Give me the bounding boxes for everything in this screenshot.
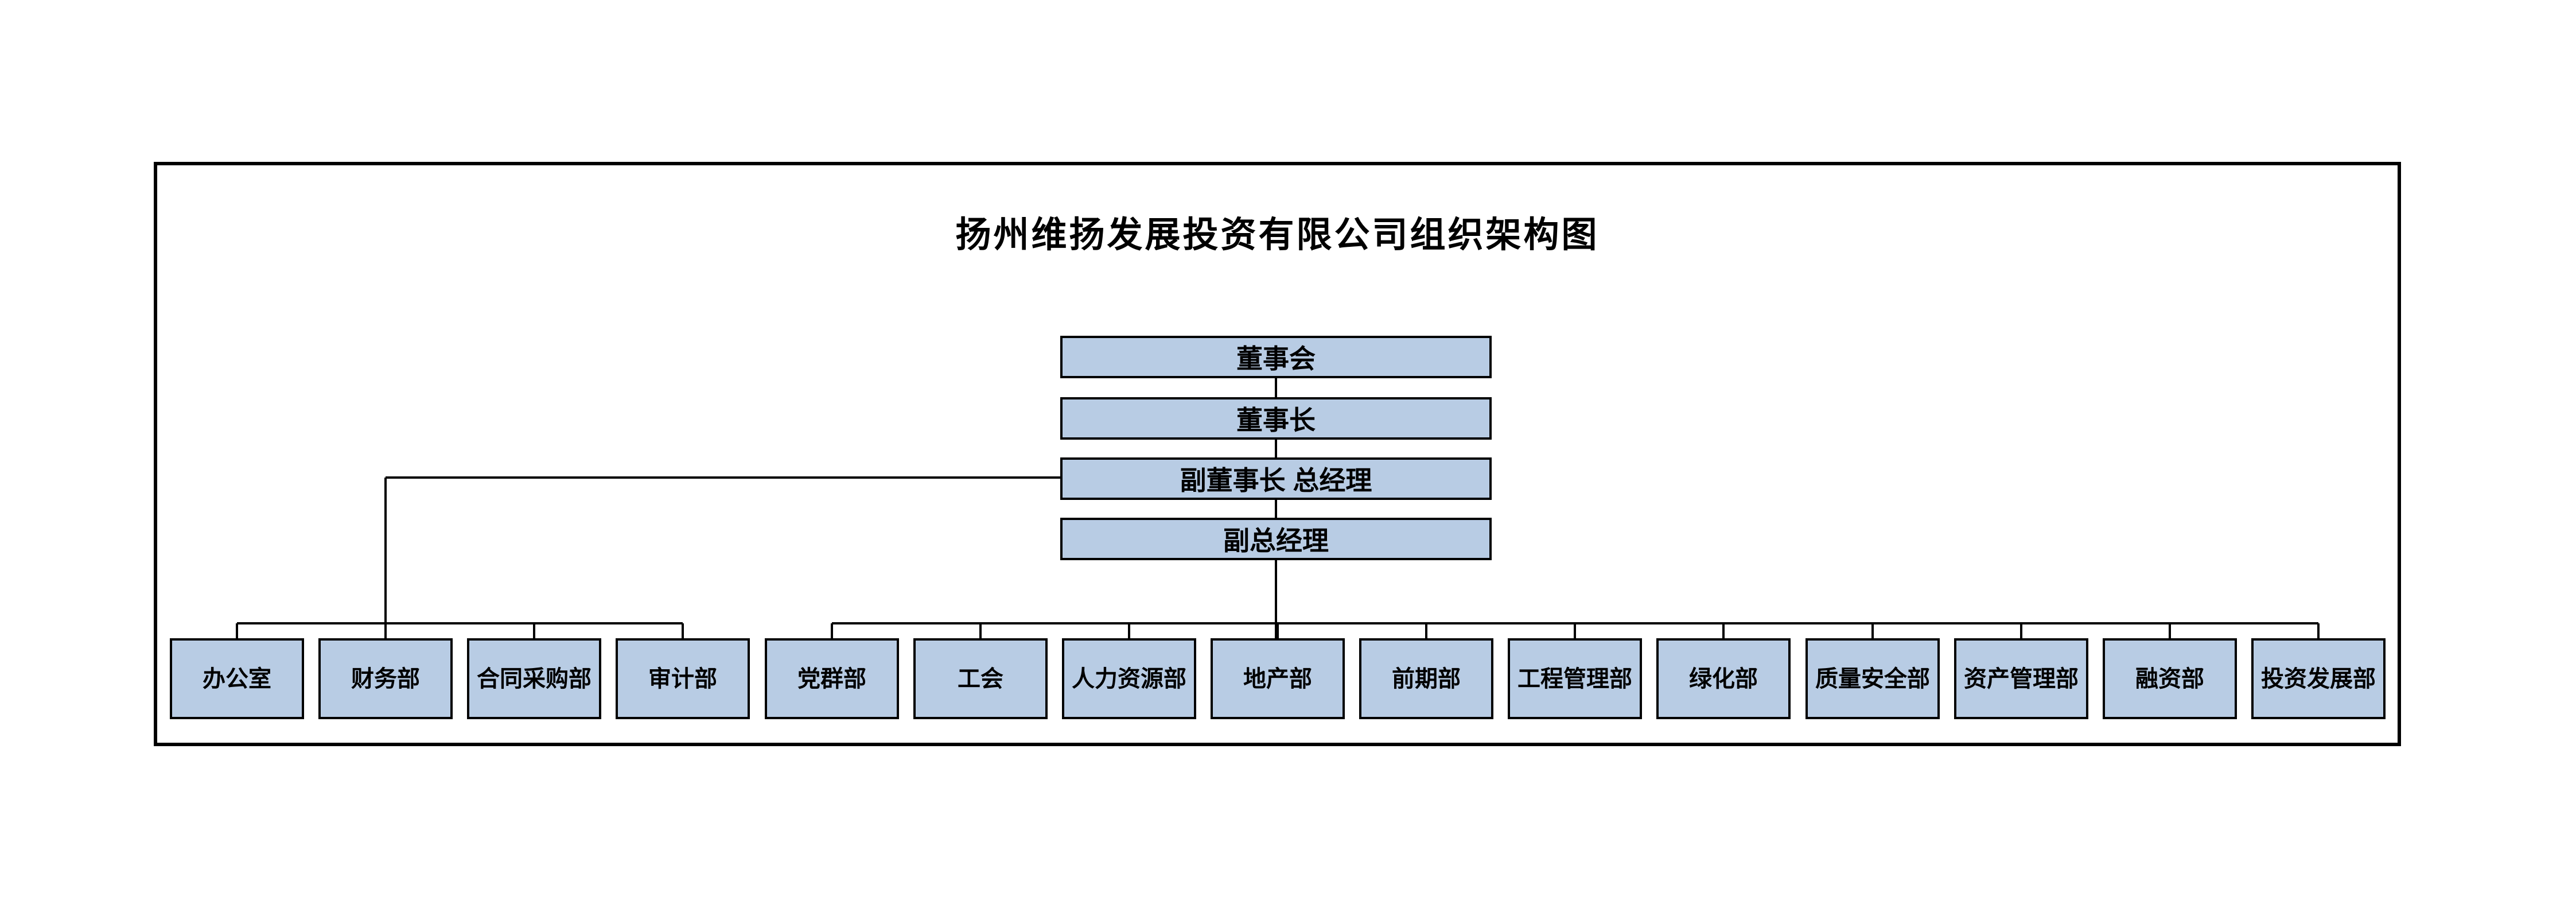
department-drop-connector xyxy=(236,623,238,638)
department-drop-connector xyxy=(1276,623,1279,638)
department-node-3: 合同采购部 xyxy=(467,638,601,719)
left-branch-vertical xyxy=(384,478,387,638)
executive-node-4: 副总经理 xyxy=(1060,518,1492,560)
exec-chain-connector xyxy=(1275,440,1277,457)
department-node-12: 质量安全部 xyxy=(1805,638,1940,719)
department-drop-connector xyxy=(1722,623,1725,638)
chart-title: 扬州维扬发展投资有限公司组织架构图 xyxy=(955,216,1600,255)
department-node-11: 绿化部 xyxy=(1656,638,1791,719)
executive-node-2: 董事长 xyxy=(1060,397,1492,440)
department-node-4: 审计部 xyxy=(616,638,750,719)
department-drop-connector xyxy=(2019,623,2022,638)
department-drop-connector xyxy=(2168,623,2171,638)
department-node-6: 工会 xyxy=(913,638,1048,719)
chart-border-frame xyxy=(154,162,2401,746)
department-node-13: 资产管理部 xyxy=(1954,638,2088,719)
department-node-1: 办公室 xyxy=(170,638,304,719)
department-node-5: 党群部 xyxy=(765,638,899,719)
group1-bus-line xyxy=(237,622,683,624)
department-node-10: 工程管理部 xyxy=(1508,638,1642,719)
department-node-9: 前期部 xyxy=(1359,638,1493,719)
left-branch-horizontal xyxy=(386,476,1060,479)
department-drop-connector xyxy=(1127,623,1130,638)
department-node-7: 人力资源部 xyxy=(1062,638,1196,719)
exec-chain-connector xyxy=(1275,378,1277,397)
department-node-8: 地产部 xyxy=(1211,638,1345,719)
executive-node-1: 董事会 xyxy=(1060,336,1492,378)
department-drop-connector xyxy=(384,623,387,638)
department-drop-connector xyxy=(1871,623,1874,638)
department-drop-connector xyxy=(979,623,982,638)
department-node-14: 融资部 xyxy=(2103,638,2237,719)
department-drop-connector xyxy=(2317,623,2320,638)
department-drop-connector xyxy=(533,623,536,638)
department-drop-connector xyxy=(830,623,833,638)
main-drop-connector xyxy=(1275,560,1277,638)
exec-chain-connector xyxy=(1275,500,1277,518)
department-drop-connector xyxy=(682,623,684,638)
department-node-15: 投资发展部 xyxy=(2251,638,2386,719)
department-drop-connector xyxy=(1425,623,1428,638)
department-node-2: 财务部 xyxy=(318,638,453,719)
department-drop-connector xyxy=(1574,623,1577,638)
executive-node-3: 副董事长 总经理 xyxy=(1060,457,1492,500)
